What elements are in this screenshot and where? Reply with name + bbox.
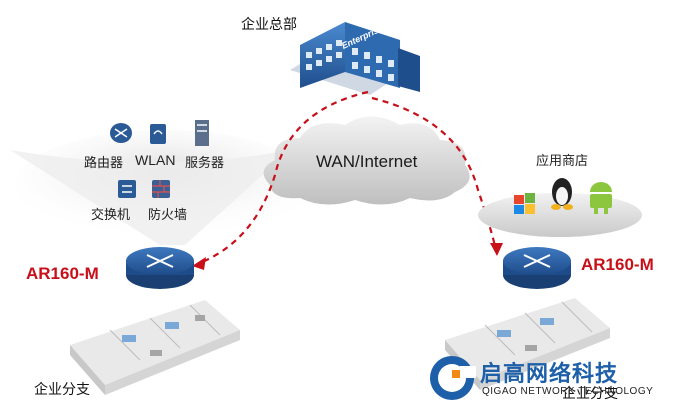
router-device-icon [110, 123, 132, 143]
device-label-wlan: WLAN [135, 152, 176, 168]
android-icon [590, 182, 612, 214]
right-router-label: AR160-M [581, 255, 654, 274]
right-router-icon [503, 247, 571, 289]
wan-cloud [263, 116, 470, 205]
wlan-device-icon [150, 124, 166, 144]
left-router-icon [126, 247, 194, 289]
windows-icon [514, 193, 535, 214]
links [199, 90, 498, 265]
left-branch-label: 企业分支 [34, 382, 90, 398]
left-funnel [10, 150, 290, 245]
logo-english-name: QIGAO NETWORK TECHNOLOGY [482, 386, 654, 397]
link-hq-left-router [199, 90, 369, 265]
left-router-label: AR160-M [26, 264, 99, 283]
logo-chinese-name: 启高网络科技 [480, 362, 619, 387]
link-hq-right-router [371, 96, 498, 251]
firewall-device-icon [152, 180, 170, 198]
device-label-firewall: 防火墙 [148, 208, 188, 223]
arrow-left-router [192, 257, 206, 270]
left-branch-office [70, 300, 240, 395]
device-label-router: 路由器 [84, 156, 124, 171]
right-branch-label: 企业分支 [562, 386, 618, 402]
cloud-label: WAN/Internet [316, 152, 418, 171]
server-device-icon [195, 120, 209, 146]
qigao-logo-icon [430, 356, 476, 400]
arrow-right-router [490, 243, 503, 256]
switch-device-icon [118, 180, 136, 198]
device-label-switch: 交换机 [91, 208, 131, 223]
headquarters-label: 企业总部 [241, 17, 297, 33]
headquarters-building [290, 22, 420, 95]
linux-icon [551, 178, 573, 210]
device-label-server: 服务器 [185, 156, 225, 171]
app-store-label: 应用商店 [536, 154, 589, 169]
